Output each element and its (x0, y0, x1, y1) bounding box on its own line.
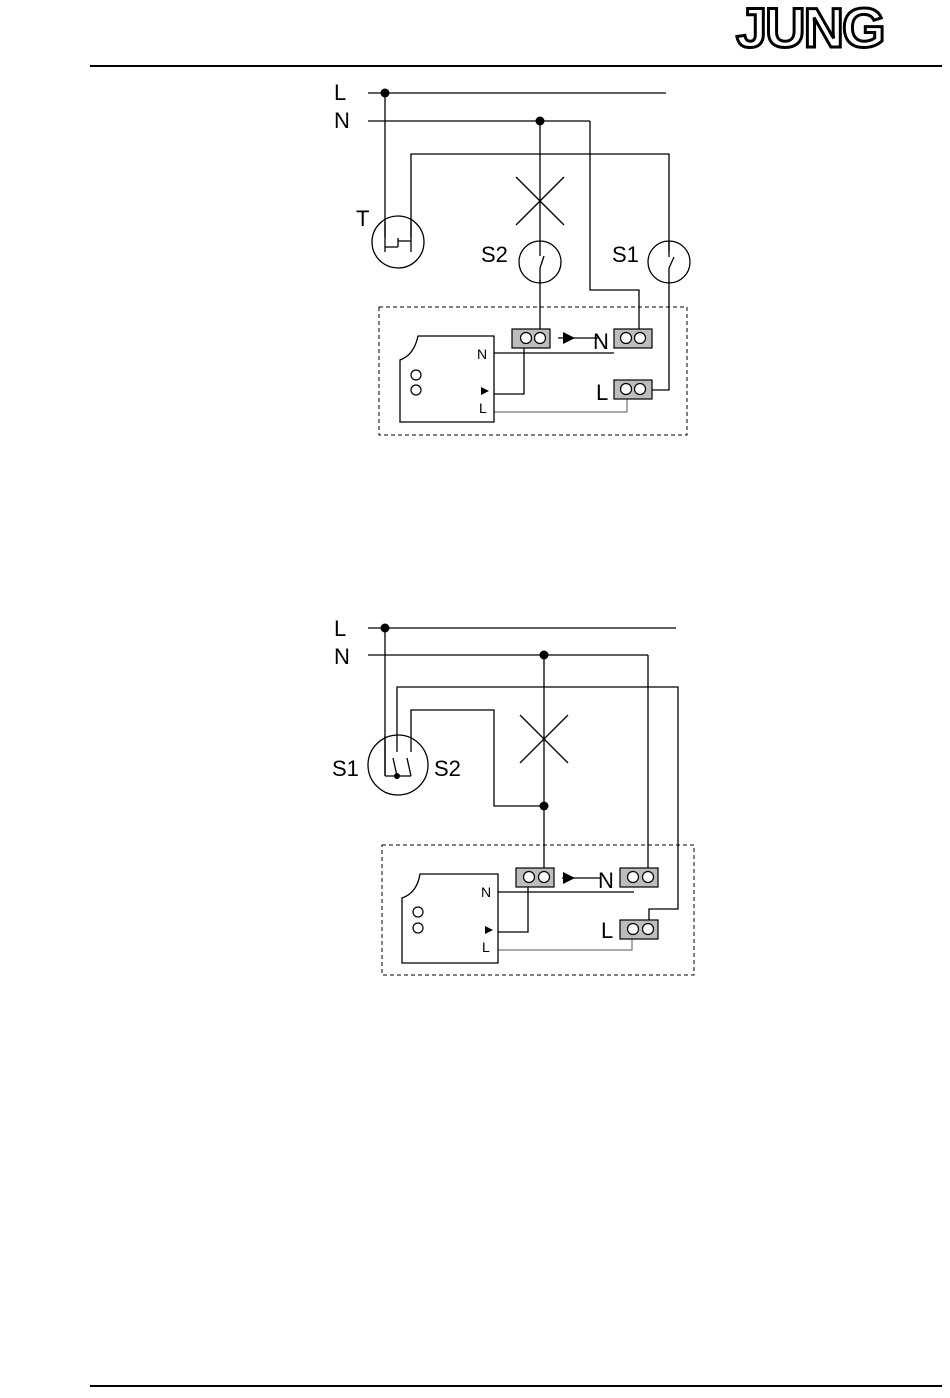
module-label-n: N (477, 346, 487, 362)
footer-rule (90, 1385, 942, 1387)
terminal-l (614, 380, 652, 399)
terminal-n (614, 329, 652, 348)
wiring-diagram-top: L N T (0, 0, 950, 460)
label-phase-l: L (334, 616, 346, 641)
switch-s2 (519, 241, 561, 283)
terminal-label-n: N (598, 868, 614, 893)
terminal-l (620, 920, 658, 939)
pushbutton-t (372, 216, 424, 268)
bus-lines (368, 624, 676, 660)
label-s1: S1 (332, 756, 359, 781)
terminal-label-l: L (601, 918, 613, 943)
terminal-switched (516, 868, 554, 887)
bus-lines (368, 89, 666, 126)
label-s2: S2 (481, 242, 508, 267)
module-label-l: L (482, 939, 490, 955)
label-t: T (356, 206, 369, 231)
terminal-label-n: N (593, 329, 609, 354)
module-label-n: N (481, 884, 491, 900)
terminal-switched (512, 329, 550, 348)
label-neutral-n: N (334, 108, 350, 133)
label-s1: S1 (612, 242, 639, 267)
double-switch-s1-s2 (368, 732, 428, 795)
switch-s1 (648, 241, 690, 283)
label-s2: S2 (434, 756, 461, 781)
label-phase-l: L (334, 80, 346, 105)
terminal-label-l: L (596, 380, 608, 405)
module-label-l: L (479, 400, 487, 416)
label-neutral-n: N (334, 644, 350, 669)
wiring-diagram-bottom: L N S1 S2 (0, 600, 950, 990)
terminal-n (620, 868, 658, 887)
